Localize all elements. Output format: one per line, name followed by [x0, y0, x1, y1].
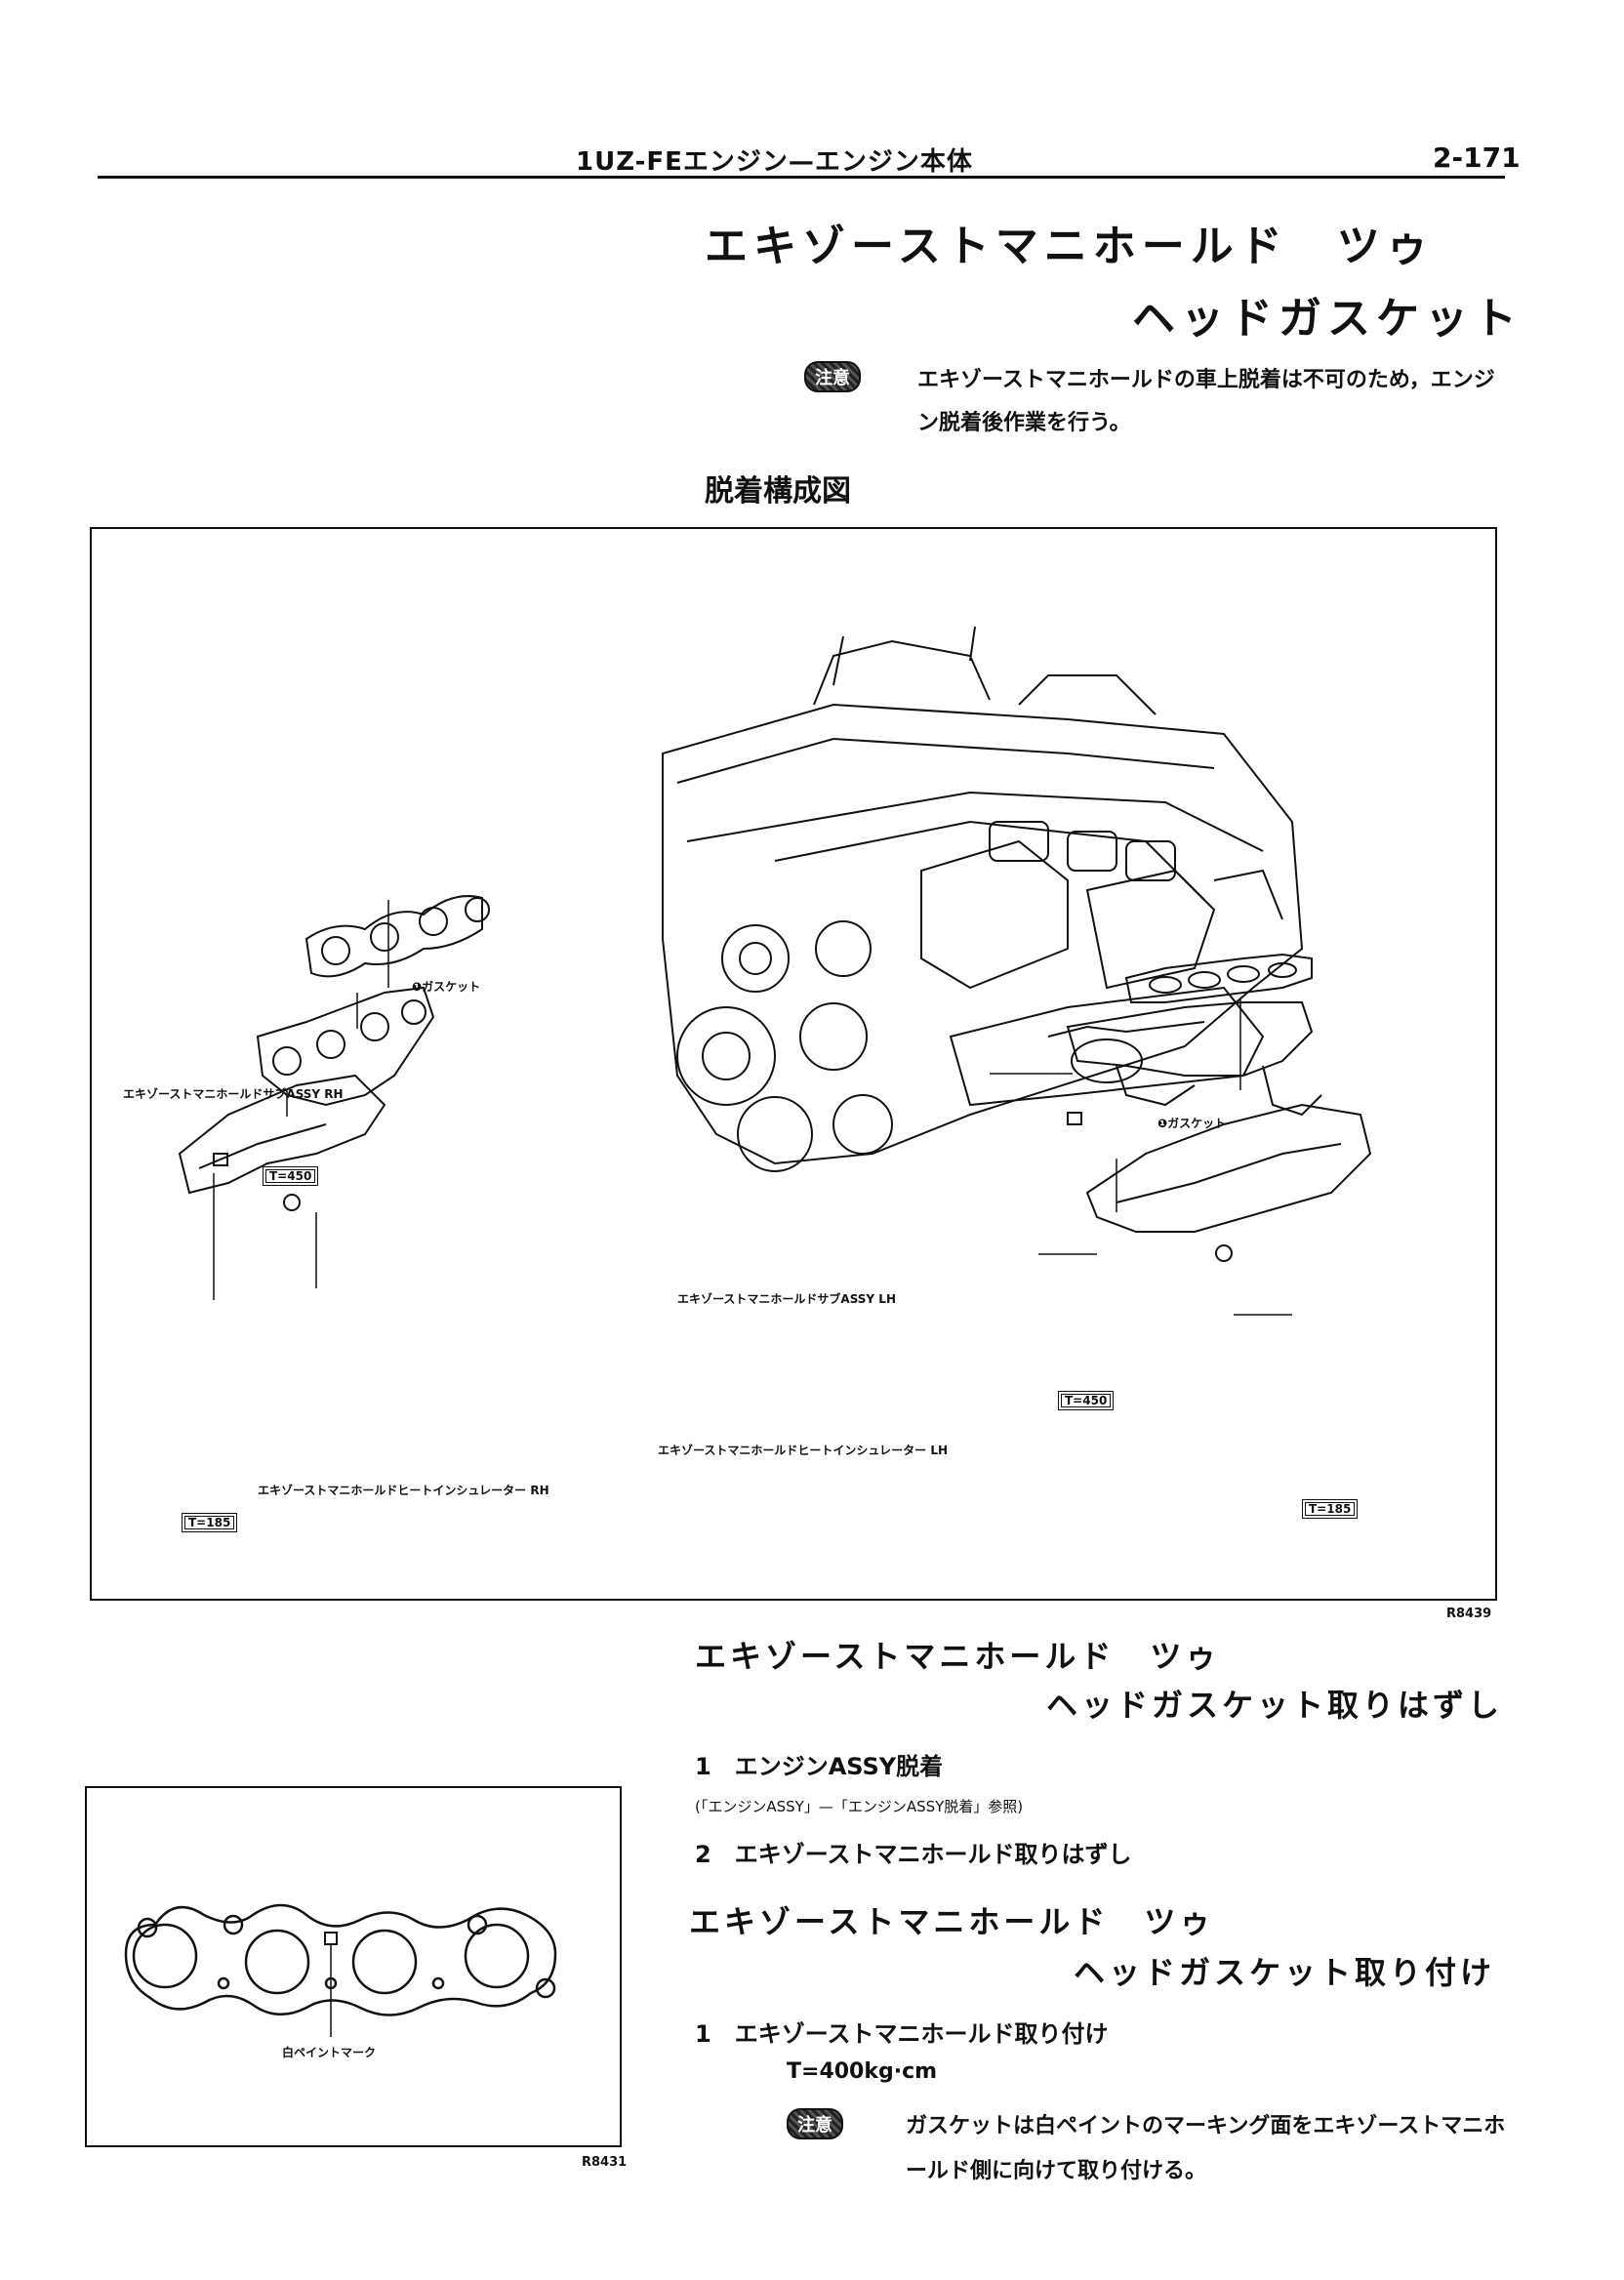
insulator-rh-drawing [178, 1074, 386, 1195]
torque-450-rh: T=450 [263, 1166, 319, 1186]
removal-step-1-ref: (「エンジンASSY」—「エンジンASSY脱着」参照) [695, 1798, 1024, 1815]
page-number: 2-171 [1433, 142, 1521, 174]
leader-lines [213, 900, 1292, 1316]
diagram-title: 脱着構成図 [705, 474, 851, 509]
page-title-line1: エキゾーストマニホールド ツゥ [705, 222, 1435, 271]
note-badge: 注意 [804, 361, 861, 392]
label-gasket-rh: ❶ガスケット [412, 980, 481, 994]
label-manifold-rh: エキゾーストマニホールドサブASSY RH [123, 1087, 344, 1101]
header-rule [98, 176, 1505, 179]
label-gasket-lh: ❶ガスケット [1157, 1117, 1227, 1130]
install-note-text: ガスケットは白ペイントのマーキング面をエキゾーストマニホールド側に向けて取り付け… [906, 2114, 1506, 2183]
nut-lh [1067, 1112, 1082, 1125]
note-text: エキゾーストマニホールドの車上脱着は不可のため，エンジン脱着後作業を行う。 [917, 368, 1495, 435]
gasket-drawing [124, 1903, 557, 2037]
paint-mark-label: 白ペイントマーク [282, 2046, 377, 2059]
gasket-lh-drawing [1124, 953, 1313, 1003]
gasket-rh-drawing [304, 895, 490, 978]
exploded-diagram: ❶ガスケット エキゾーストマニホールドサブASSY RH T=450 エキゾース… [90, 527, 1497, 1601]
gasket-figure-code: R8431 [582, 2155, 628, 2170]
manifold-lh-drawing [1066, 1001, 1322, 1117]
install-torque: T=400kg·cm [787, 2059, 938, 2084]
insulator-lh-drawing [1085, 1103, 1372, 1233]
install-title-line2: ヘッドガスケット取り付け [1074, 1954, 1496, 1991]
label-manifold-lh: エキゾーストマニホールドサブASSY LH [677, 1292, 896, 1306]
paint-mark [324, 1932, 338, 1945]
torque-185-lh: T=185 [1302, 1499, 1359, 1519]
label-insulator-rh: エキゾーストマニホールドヒートインシュレーター RH [258, 1484, 549, 1497]
removal-step-2: 2 エキゾーストマニホールド取りはずし [695, 1841, 1132, 1868]
torque-450-lh: T=450 [1058, 1391, 1115, 1410]
install-title-line1: エキゾーストマニホールド ツゥ [689, 1903, 1215, 1940]
install-note-badge: 注意 [787, 2108, 843, 2139]
removal-step-1: 1 エンジンASSY脱着 [695, 1753, 944, 1780]
nut-rh [213, 1153, 228, 1166]
page-title-line2: ヘッドガスケット [1132, 294, 1522, 344]
figure-code: R8439 [1446, 1607, 1492, 1621]
label-insulator-lh: エキゾーストマニホールドヒートインシュレーター LH [658, 1444, 949, 1457]
removal-title-line1: エキゾーストマニホールド ツゥ [695, 1638, 1221, 1675]
engine-illustration [178, 626, 1372, 1316]
header-title: 1UZ-FEエンジン—エンジン本体 [576, 147, 973, 177]
engine-block [662, 626, 1304, 1172]
torque-185-rh: T=185 [182, 1513, 238, 1532]
install-step-1: 1 エキゾーストマニホールド取り付け [695, 2020, 1109, 2048]
removal-title-line2: ヘッドガスケット取りはずし [1046, 1687, 1504, 1724]
gasket-figure: 白ペイントマーク [85, 1786, 622, 2147]
bolt-rh [283, 1194, 301, 1211]
bolt-lh [1215, 1244, 1233, 1262]
